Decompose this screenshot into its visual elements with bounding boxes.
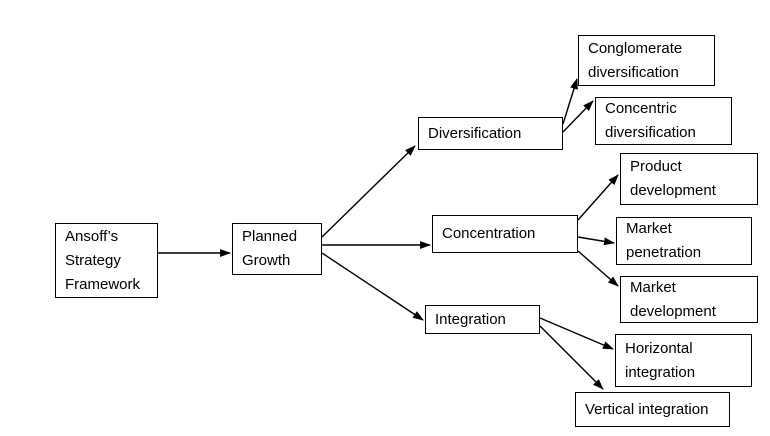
connector-concentration-to-market-development	[577, 250, 619, 287]
connector-concentration-to-product-development	[577, 174, 619, 221]
node-concentric-diversification: Concentric diversification	[595, 97, 732, 145]
connector-diversification-to-concentric	[562, 100, 594, 133]
node-label: Planned Growth	[242, 228, 298, 269]
node-label: Concentration	[442, 225, 536, 242]
node-concentration: Concentration	[432, 215, 578, 253]
node-label: Diversification	[428, 124, 522, 142]
node-label: Conglomerate diversification	[588, 39, 683, 81]
node-label: Ansoff’s Strategy Framework	[65, 227, 141, 293]
connector-planned-growth-to-integration	[321, 252, 424, 321]
node-ansoff-strategy-framework: Ansoff’s Strategy Framework	[55, 223, 158, 298]
node-diversification: Diversification	[418, 117, 563, 150]
node-integration: Integration	[425, 305, 540, 334]
connector-integration-to-vertical	[539, 325, 604, 390]
node-label: Horizontal integration	[625, 339, 696, 381]
connector-concentration-to-market-penetration	[577, 236, 615, 246]
connector-integration-to-horizontal	[539, 317, 614, 350]
node-planned-growth: Planned Growth	[232, 223, 322, 275]
connector-diversification-to-conglomerate	[562, 78, 578, 125]
node-market-penetration: Market penetration	[616, 217, 752, 265]
node-horizontal-integration: Horizontal integration	[615, 334, 752, 387]
node-conglomerate-diversification: Conglomerate diversification	[578, 35, 715, 86]
node-label: Market development	[630, 278, 716, 320]
node-product-development: Product development	[620, 153, 758, 205]
node-label: Market penetration	[626, 220, 702, 261]
connector-planned-growth-to-diversification	[321, 145, 416, 238]
node-label: Vertical integration	[585, 400, 709, 418]
node-label: Integration	[435, 310, 506, 328]
node-market-development: Market development	[620, 276, 758, 323]
node-label: Product development	[630, 158, 716, 199]
node-vertical-integration: Vertical integration	[575, 392, 730, 427]
node-label: Concentric diversification	[605, 100, 696, 141]
